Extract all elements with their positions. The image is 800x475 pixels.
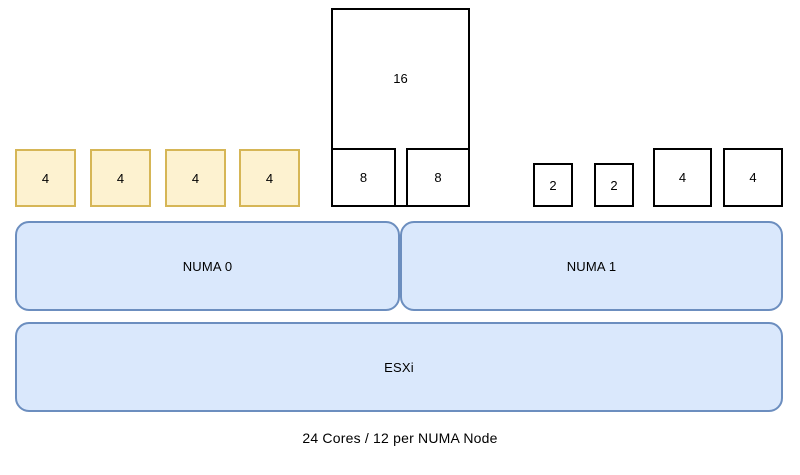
- numa-node-1[interactable]: NUMA 1: [400, 221, 783, 311]
- vm-box-numa0-1[interactable]: 4: [15, 149, 76, 207]
- hypervisor-label: ESXi: [384, 359, 414, 375]
- vm-box-numa1-2[interactable]: 2: [594, 163, 634, 207]
- vm-box-label: 4: [265, 170, 274, 186]
- vm-box-label: 8: [434, 170, 442, 185]
- vm-box-label: 4: [116, 170, 125, 186]
- numa-node-label: NUMA 0: [182, 258, 233, 274]
- vm-box-label: 16: [393, 71, 408, 86]
- vm-box-label: 2: [549, 177, 557, 193]
- vm-box-numa0-4[interactable]: 4: [239, 149, 300, 207]
- vm-box-label: 4: [191, 170, 200, 186]
- vm-box-label: 4: [749, 170, 757, 185]
- diagram-caption: 24 Cores / 12 per NUMA Node: [302, 430, 498, 446]
- vm-box-numa1-1[interactable]: 2: [533, 163, 573, 207]
- vm-box-numa1-4[interactable]: 4: [723, 148, 783, 207]
- vm-box-label: 2: [610, 177, 618, 193]
- vm-box-numa0-2[interactable]: 4: [90, 149, 151, 207]
- vm-box-wide-half-1[interactable]: 8: [331, 148, 396, 207]
- hypervisor-layer-esxi[interactable]: ESXi: [15, 322, 783, 412]
- vm-box-numa1-3[interactable]: 4: [653, 148, 712, 207]
- numa-node-0[interactable]: NUMA 0: [15, 221, 400, 311]
- vm-box-label: 8: [359, 170, 368, 185]
- numa-node-label: NUMA 1: [566, 258, 617, 274]
- vm-box-label: 4: [678, 170, 687, 185]
- vm-box-numa0-3[interactable]: 4: [165, 149, 226, 207]
- vm-box-wide-half-2[interactable]: 8: [406, 148, 470, 207]
- vm-box-label: 4: [41, 170, 50, 186]
